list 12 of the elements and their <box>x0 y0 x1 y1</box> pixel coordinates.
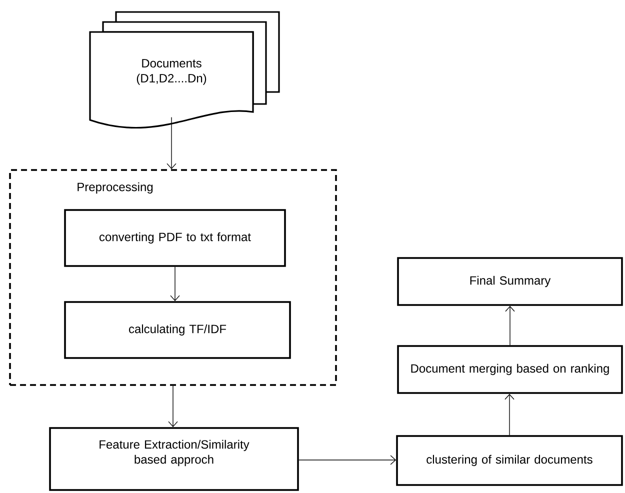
arrow <box>298 455 396 465</box>
arrow <box>170 266 180 302</box>
arrow <box>166 116 176 170</box>
process-box: calculating TF/IDF <box>64 301 291 359</box>
arrow <box>504 394 514 436</box>
process-box: Document merging based on ranking <box>397 345 623 394</box>
process-box: Feature Extraction/Similarity based approch <box>49 427 299 491</box>
arrow <box>168 386 178 428</box>
process-box: converting PDF to txt format <box>64 209 286 267</box>
arrow <box>505 306 515 346</box>
process-box: clustering of similar documents <box>396 435 623 486</box>
process-box: Final Summary <box>397 257 623 306</box>
